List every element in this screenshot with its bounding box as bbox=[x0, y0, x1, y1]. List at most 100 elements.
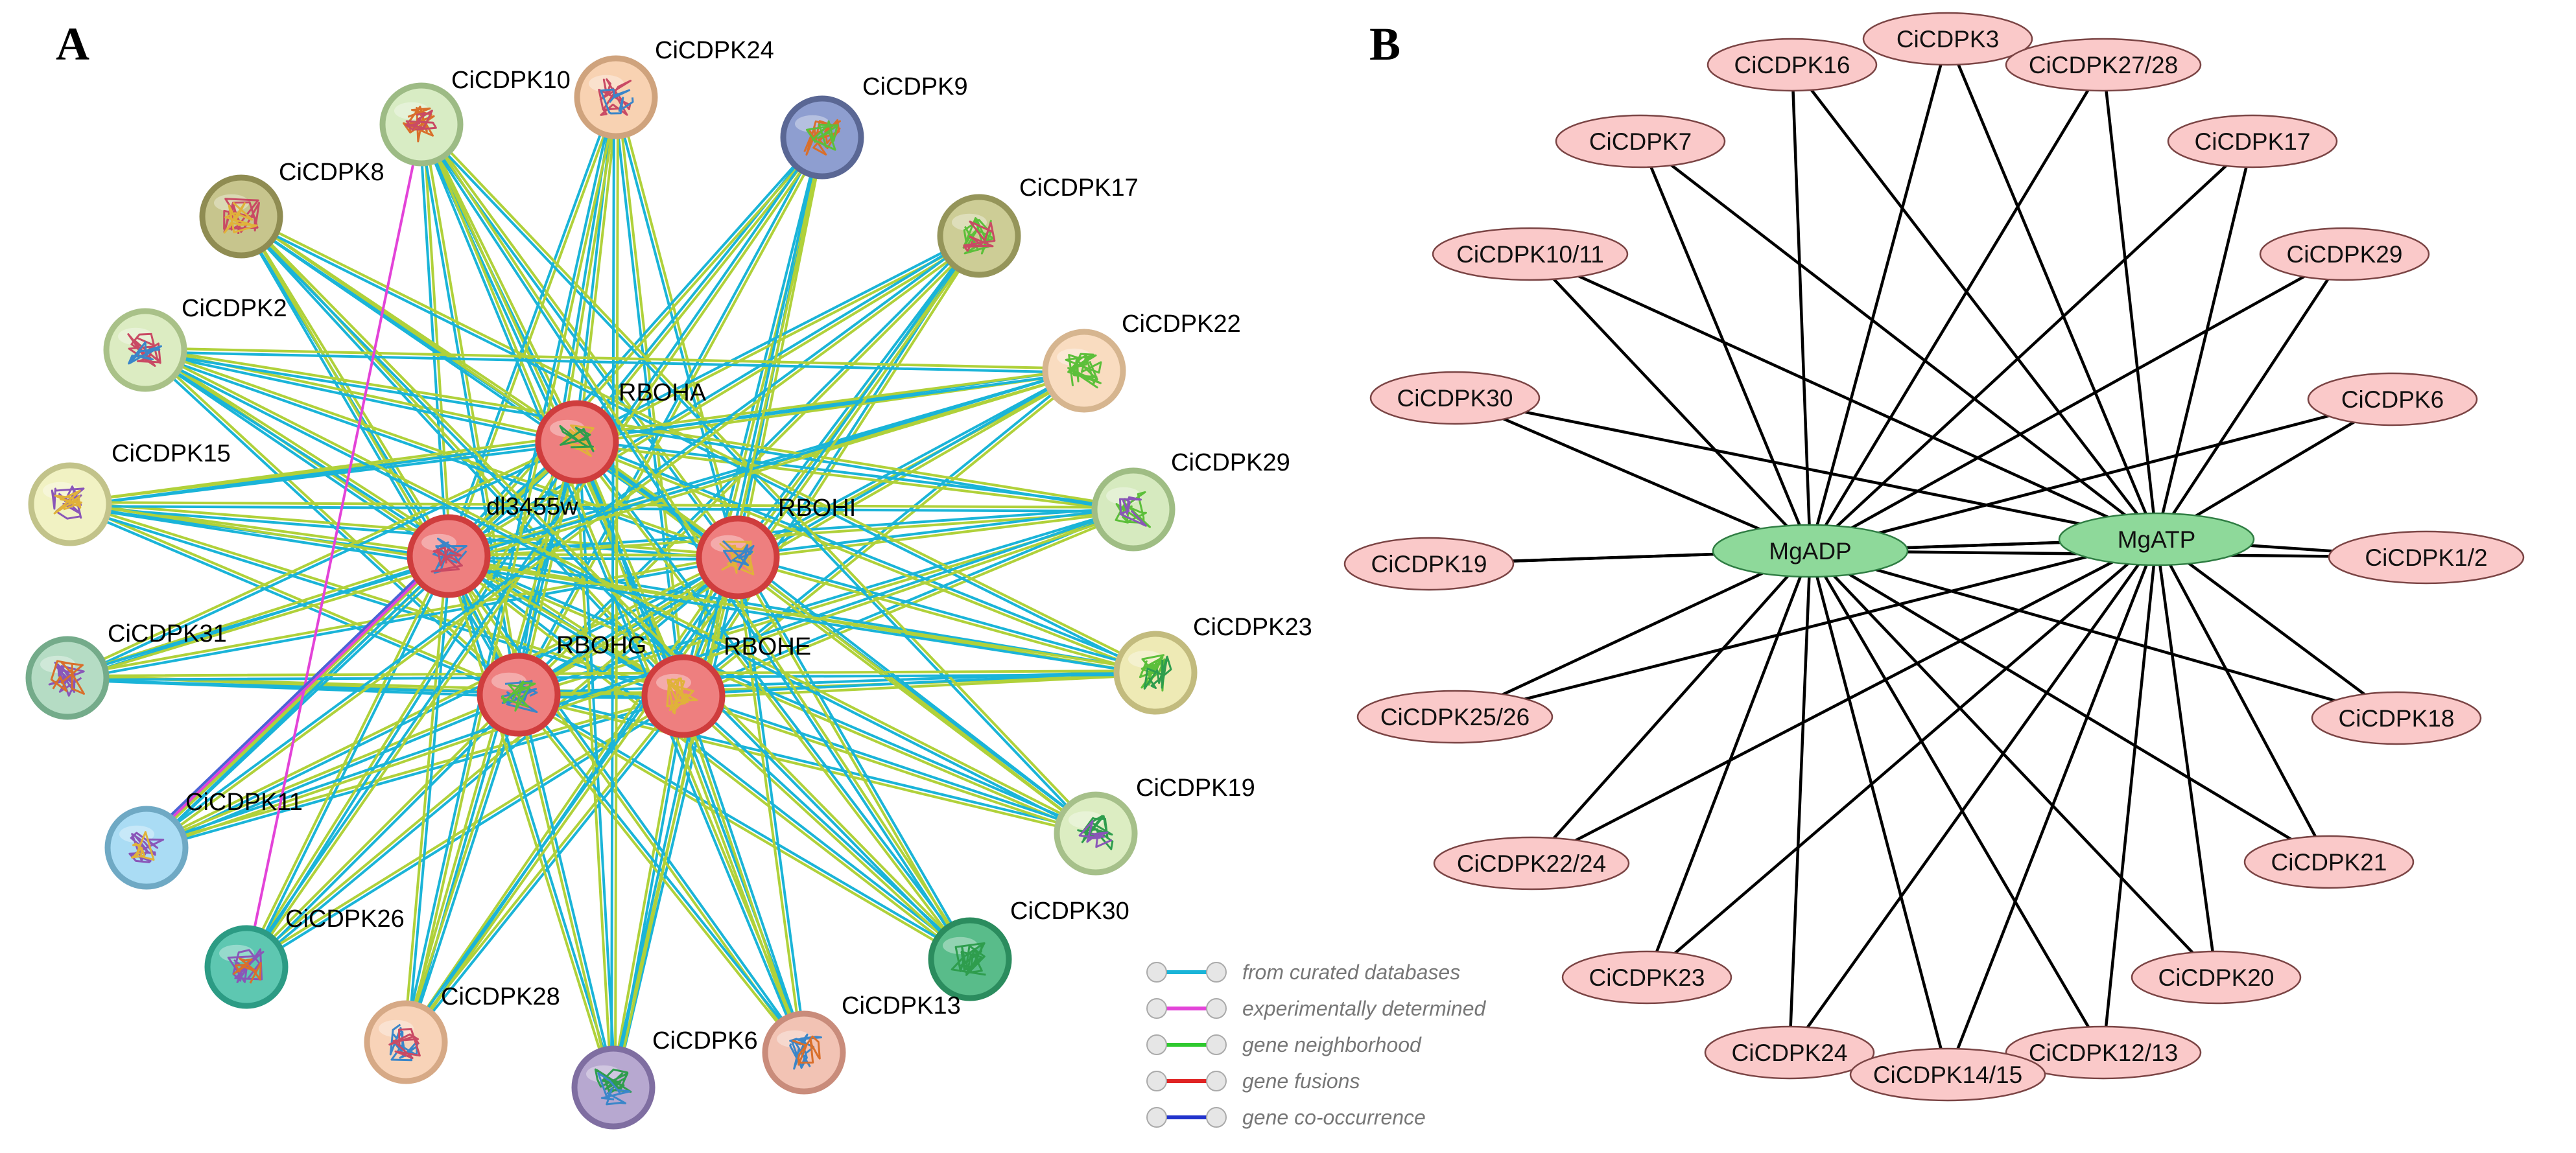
node-b-cicdpk25-26-ellipse[interactable] bbox=[1356, 690, 1554, 744]
node-a-cicdpk22-label: CiCDPK22 bbox=[1122, 310, 1241, 338]
edge-cicdpk11-dl3455w-curated bbox=[147, 556, 452, 851]
edge-cicdpk26-dl3455w-textmining bbox=[243, 553, 449, 968]
node-b-cicdpk23-ellipse[interactable] bbox=[1561, 950, 1732, 1005]
node-b-cicdpk19-ellipse[interactable] bbox=[1343, 537, 1515, 591]
node-b-cicdpk22-24[interactable]: CiCDPK22/24 bbox=[1433, 836, 1630, 891]
node-a-cicdpk31[interactable]: CiCDPK31 bbox=[25, 620, 227, 720]
legend-item-experimentally-determined-label: experimentally determined bbox=[1242, 997, 1487, 1020]
node-b-cicdpk25-26[interactable]: CiCDPK25/26 bbox=[1356, 690, 1554, 744]
node-a-cicdpk22[interactable]: CiCDPK22 bbox=[1042, 310, 1241, 413]
node-b-cicdpk16-ellipse[interactable] bbox=[1707, 38, 1878, 92]
node-b-cicdpk22-24-ellipse[interactable] bbox=[1433, 836, 1630, 891]
edge-b-cicdpk17-mgadp bbox=[1809, 140, 2254, 552]
node-b-cicdpk17[interactable]: CiCDPK17 bbox=[2167, 114, 2338, 169]
node-b-cicdpk7[interactable]: CiCDPK7 bbox=[1555, 114, 1726, 169]
legend-item-gene-fusions: gene fusions bbox=[1146, 1069, 1360, 1093]
edge-b-cicdpk22-24-mgadp bbox=[1530, 550, 1812, 865]
node-b-cicdpk18-ellipse[interactable] bbox=[2311, 691, 2482, 745]
hub-a-rbohg[interactable]: RBOHG bbox=[477, 632, 646, 737]
node-a-cicdpk15[interactable]: CiCDPK15 bbox=[28, 440, 231, 546]
node-b-cicdpk12-13-ellipse[interactable] bbox=[2005, 1025, 2202, 1080]
node-b-cicdpk24-ellipse[interactable] bbox=[1704, 1025, 1875, 1080]
node-b-cicdpk3-label: CiCDPK3 bbox=[1897, 26, 1999, 52]
node-b-cicdpk22-24-label: CiCDPK22/24 bbox=[1457, 850, 1606, 877]
node-a-cicdpk8[interactable]: CiCDPK8 bbox=[199, 159, 384, 259]
edge-cicdpk15-cicdpk29-textmining bbox=[69, 501, 1135, 509]
node-a-cicdpk11[interactable]: CiCDPK11 bbox=[104, 789, 303, 890]
edge-cicdpk10-dl3455w-textmining bbox=[421, 122, 452, 557]
node-b-cicdpk10-11[interactable]: CiCDPK10/11 bbox=[1432, 227, 1629, 281]
edge-cicdpk19-rbohe-curated bbox=[682, 693, 1098, 833]
node-b-cicdpk27-28-ellipse[interactable] bbox=[2005, 38, 2202, 92]
hub-b-mgatp[interactable]: MgATP bbox=[2058, 512, 2255, 566]
node-b-cicdpk30[interactable]: CiCDPK30 bbox=[1369, 371, 1541, 425]
edge-cicdpk29-rbohi-curated bbox=[736, 506, 1135, 557]
node-b-cicdpk6[interactable]: CiCDPK6 bbox=[2307, 372, 2478, 426]
node-b-cicdpk20-ellipse[interactable] bbox=[2131, 950, 2302, 1005]
node-a-cicdpk13[interactable]: CiCDPK13 bbox=[762, 992, 961, 1095]
hub-a-rbohg-structure-helix bbox=[501, 681, 536, 712]
node-b-cicdpk3[interactable]: CiCDPK3 bbox=[1862, 12, 2033, 66]
node-b-cicdpk7-ellipse[interactable] bbox=[1555, 114, 1726, 169]
node-a-cicdpk9[interactable]: CiCDPK9 bbox=[780, 73, 968, 180]
node-b-cicdpk21[interactable]: CiCDPK21 bbox=[2243, 835, 2415, 889]
hub-a-rboha[interactable]: RBOHA bbox=[535, 379, 707, 484]
hub-a-dl3455w-label: dl3455w bbox=[486, 493, 578, 520]
node-b-cicdpk20[interactable]: CiCDPK20 bbox=[2131, 950, 2302, 1005]
node-b-cicdpk1-2[interactable]: CiCDPK1/2 bbox=[2328, 530, 2525, 585]
node-b-cicdpk6-ellipse[interactable] bbox=[2307, 372, 2478, 426]
node-a-cicdpk30[interactable]: CiCDPK30 bbox=[928, 898, 1129, 1001]
node-b-cicdpk16[interactable]: CiCDPK16 bbox=[1707, 38, 1878, 92]
node-a-cicdpk30-label: CiCDPK30 bbox=[1010, 898, 1129, 925]
legend-item-from-curated-databases-left-ball bbox=[1146, 962, 1167, 983]
edge-cicdpk28-rbohi-textmining bbox=[403, 555, 738, 1043]
edge-b-cicdpk7-mgatp bbox=[1639, 140, 2158, 541]
hub-a-dl3455w[interactable]: dl3455w bbox=[407, 493, 578, 598]
edge-b-cicdpk18-mgadp bbox=[1810, 549, 2397, 720]
node-b-cicdpk12-13-label: CiCDPK12/13 bbox=[2029, 1040, 2178, 1066]
edge-rboha-rbohg-curated bbox=[515, 440, 577, 696]
legend-item-gene-co-occurrence-right-ball bbox=[1206, 1107, 1227, 1128]
node-a-cicdpk15-structure-helix bbox=[53, 489, 82, 515]
hub-a-rbohi-structure-helix bbox=[722, 540, 755, 570]
node-b-cicdpk27-28[interactable]: CiCDPK27/28 bbox=[2005, 38, 2202, 92]
node-a-cicdpk17-circle[interactable] bbox=[937, 194, 1021, 278]
node-b-cicdpk29[interactable]: CiCDPK29 bbox=[2259, 227, 2430, 281]
node-b-cicdpk14-15-ellipse[interactable] bbox=[1849, 1047, 2046, 1102]
node-b-cicdpk14-15[interactable]: CiCDPK14/15 bbox=[1849, 1047, 2046, 1102]
hub-b-mgatp-ellipse[interactable] bbox=[2058, 512, 2255, 566]
node-a-cicdpk28-circle[interactable] bbox=[364, 1000, 448, 1084]
node-b-cicdpk10-11-label: CiCDPK10/11 bbox=[1456, 241, 1604, 268]
node-b-cicdpk21-ellipse[interactable] bbox=[2243, 835, 2415, 889]
node-b-cicdpk12-13[interactable]: CiCDPK12/13 bbox=[2005, 1025, 2202, 1080]
edge-b-cicdpk7-mgadp bbox=[1638, 141, 1812, 552]
node-b-cicdpk1-2-ellipse[interactable] bbox=[2328, 530, 2525, 585]
node-b-cicdpk18[interactable]: CiCDPK18 bbox=[2311, 691, 2482, 745]
node-a-cicdpk10[interactable]: CiCDPK10 bbox=[379, 67, 571, 167]
node-a-cicdpk26[interactable]: CiCDPK26 bbox=[204, 905, 405, 1009]
node-a-cicdpk6[interactable]: CiCDPK6 bbox=[571, 1027, 758, 1130]
node-a-cicdpk29[interactable]: CiCDPK29 bbox=[1091, 449, 1290, 552]
node-b-cicdpk10-11-ellipse[interactable] bbox=[1432, 227, 1629, 281]
node-b-cicdpk23[interactable]: CiCDPK23 bbox=[1561, 950, 1732, 1005]
node-b-cicdpk24[interactable]: CiCDPK24 bbox=[1704, 1025, 1875, 1080]
edge-cicdpk28-rboha-textmining bbox=[403, 440, 577, 1043]
edge-cicdpk15-rbohg-textmining bbox=[69, 501, 521, 695]
node-a-cicdpk24[interactable]: CiCDPK24 bbox=[574, 37, 774, 139]
node-a-cicdpk19[interactable]: CiCDPK19 bbox=[1054, 774, 1255, 876]
node-b-cicdpk17-ellipse[interactable] bbox=[2167, 114, 2338, 169]
node-a-cicdpk28[interactable]: CiCDPK28 bbox=[364, 983, 560, 1084]
node-b-cicdpk19[interactable]: CiCDPK19 bbox=[1343, 537, 1515, 591]
hub-b-mgadp-ellipse[interactable] bbox=[1712, 524, 1909, 578]
node-a-cicdpk2[interactable]: CiCDPK2 bbox=[103, 295, 287, 392]
node-a-cicdpk2-label: CiCDPK2 bbox=[182, 295, 287, 322]
node-b-cicdpk3-ellipse[interactable] bbox=[1862, 12, 2033, 66]
node-b-cicdpk30-ellipse[interactable] bbox=[1369, 371, 1541, 425]
node-b-cicdpk19-label: CiCDPK19 bbox=[1371, 551, 1487, 577]
node-a-cicdpk23[interactable]: CiCDPK23 bbox=[1113, 614, 1312, 715]
node-b-cicdpk29-ellipse[interactable] bbox=[2259, 227, 2430, 281]
node-a-cicdpk17[interactable]: CiCDPK17 bbox=[937, 174, 1139, 278]
hub-a-rbohe[interactable]: RBOHE bbox=[641, 633, 811, 738]
hub-b-mgadp[interactable]: MgADP bbox=[1712, 524, 1909, 578]
hub-a-rbohi[interactable]: RBOHI bbox=[696, 495, 856, 600]
